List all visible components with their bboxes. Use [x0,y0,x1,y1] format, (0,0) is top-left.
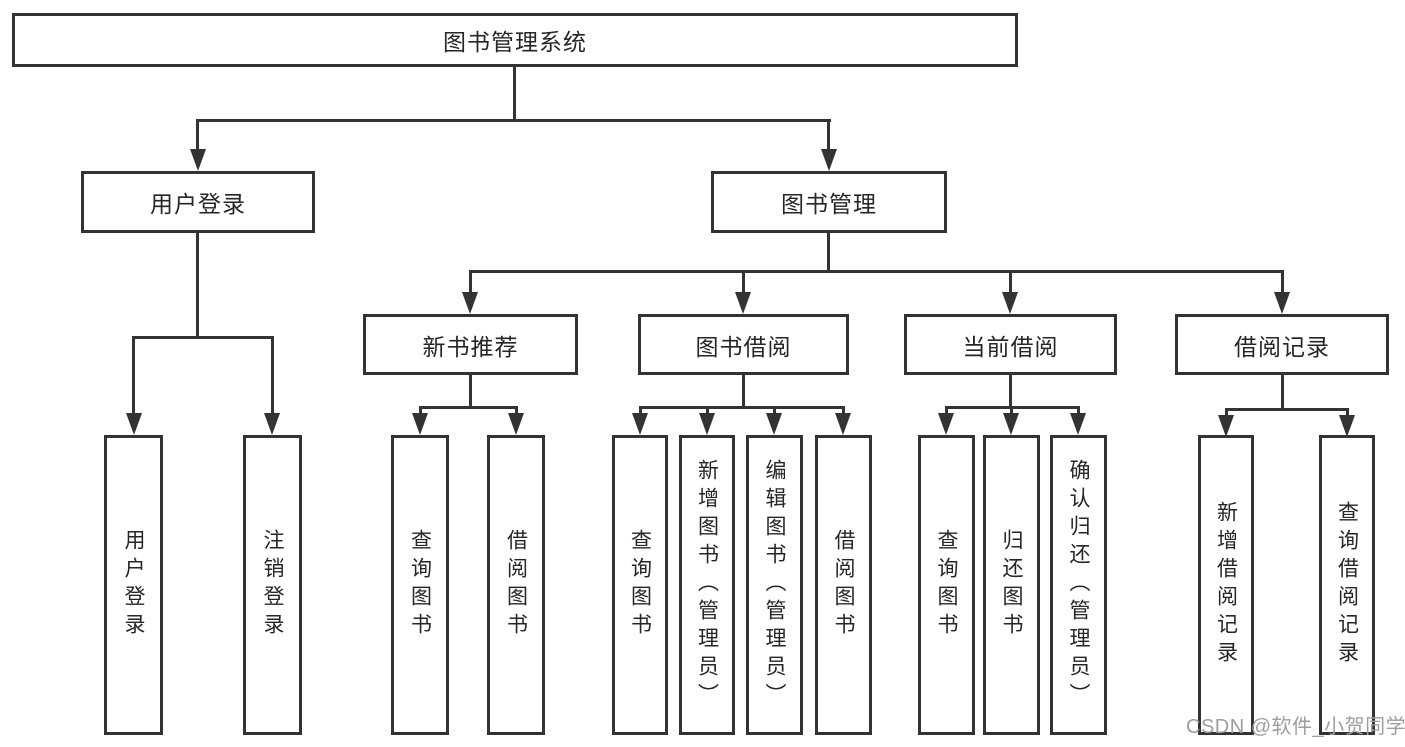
leaf-label: 归还图书 [1000,529,1023,641]
leaf-query-books-borrow: 查询图书 [612,435,668,735]
arrow-down-icon [1003,413,1019,435]
leaf-label: 用户登录 [122,529,145,641]
connector-book-borrow-stub-1 [639,406,642,415]
node-library-management-system: 图书管理系统 [12,13,1018,67]
connector-current-borrow-vline [1009,375,1012,409]
node-label: 用户登录 [150,191,246,217]
leaf-label: 查询图书 [628,529,652,641]
arrow-down-icon [766,413,782,435]
leaf-label: 借阅图书 [504,529,528,641]
leaf-label: 查询图书 [408,529,432,641]
arrow-down-icon [821,149,837,171]
connector-root-hline [196,119,831,122]
connector-root-stub-right [827,119,830,151]
leaf-label: 注销登录 [261,529,284,641]
connector-root-vline [513,67,516,121]
arrow-down-icon [190,149,206,171]
arrow-down-icon [632,413,648,435]
arrow-down-icon [462,292,478,314]
arrow-down-icon [699,413,715,435]
arrow-down-icon [938,413,954,435]
leaf-logout: 注销登录 [243,435,302,735]
arrow-down-icon [126,413,142,435]
leaf-label: 借阅图书 [832,529,855,641]
arrow-down-icon [508,413,524,435]
node-book-borrow: 图书借阅 [638,314,849,375]
leaf-add-books-admin: 新增图书（管理员） [679,435,735,735]
connector-book-borrow-hline [639,406,845,409]
connector-book-mgmt-stub-2 [742,270,745,294]
node-label: 图书管理 [781,191,877,217]
connector-borrow-record-vline [1281,375,1284,411]
arrow-down-icon [1218,415,1234,437]
connector-user-login-stub-2 [271,336,274,415]
leaf-label: 确认归还（管理员） [1067,459,1090,711]
connector-book-borrow-stub-4 [842,406,845,415]
leaf-query-books-current: 查询图书 [918,435,975,735]
connector-book-mgmt-stub-3 [1009,270,1012,294]
arrow-down-icon [264,413,280,435]
node-label: 当前借阅 [962,333,1059,360]
node-new-book-recommend: 新书推荐 [363,314,578,375]
connector-book-borrow-vline [742,375,745,409]
leaf-borrow-books-newbook: 借阅图书 [487,435,545,735]
connector-current-borrow-stub-2 [1010,406,1013,415]
leaf-label: 新增借阅记录 [1214,501,1238,669]
leaf-confirm-return-admin: 确认归还（管理员） [1050,435,1107,735]
connector-new-book-hline [419,406,518,409]
arrow-down-icon [735,292,751,314]
leaf-edit-books-admin: 编辑图书（管理员） [746,435,803,735]
leaf-borrow-books: 借阅图书 [815,435,872,735]
connector-book-borrow-stub-3 [773,406,776,415]
connector-book-mgmt-stub-1 [469,270,472,294]
arrow-down-icon [1274,292,1290,314]
leaf-label: 编辑图书（管理员） [763,459,786,711]
node-user-login: 用户登录 [81,171,315,233]
connector-current-borrow-stub-1 [945,406,948,415]
connector-book-mgmt-hline [469,270,1284,273]
node-book-management: 图书管理 [711,171,947,233]
connector-user-login-vline [196,233,199,339]
leaf-query-books-newbook: 查询图书 [391,435,449,735]
arrow-down-icon [1070,413,1086,435]
connector-new-book-vline [469,375,472,409]
node-current-borrow: 当前借阅 [904,314,1117,375]
arrow-down-icon [412,413,428,435]
connector-current-borrow-stub-3 [1077,406,1080,415]
connector-new-book-stub-1 [419,406,422,415]
leaf-label: 查询借阅记录 [1335,501,1359,669]
connector-borrow-record-hline [1225,408,1349,411]
connector-book-mgmt-vline [827,233,830,273]
node-label: 图书管理系统 [443,29,587,55]
leaf-user-login: 用户登录 [104,435,163,735]
leaf-label: 新增图书（管理员） [695,459,719,711]
node-label: 图书借阅 [695,333,792,360]
node-label: 借阅记录 [1234,333,1330,360]
connector-new-book-stub-2 [515,406,518,415]
node-borrow-record: 借阅记录 [1175,314,1389,375]
connector-book-borrow-stub-2 [706,406,709,415]
connector-user-login-hline [132,336,274,339]
leaf-label: 查询图书 [935,529,958,641]
connector-borrow-record-stub-2 [1346,408,1349,417]
arrow-down-icon [1339,415,1355,437]
arrow-down-icon [1002,292,1018,314]
leaf-query-borrow-record: 查询借阅记录 [1319,435,1375,735]
connector-borrow-record-stub-1 [1225,408,1228,417]
leaf-return-books: 归还图书 [983,435,1040,735]
connector-book-mgmt-stub-4 [1281,270,1284,294]
csdn-watermark: CSDN @软件_小贺同学 [1186,716,1405,738]
connector-root-stub-left [196,119,199,151]
connector-user-login-stub-1 [132,336,135,415]
leaf-add-borrow-record: 新增借阅记录 [1198,435,1254,735]
node-label: 新书推荐 [422,333,519,360]
arrow-down-icon [835,413,851,435]
